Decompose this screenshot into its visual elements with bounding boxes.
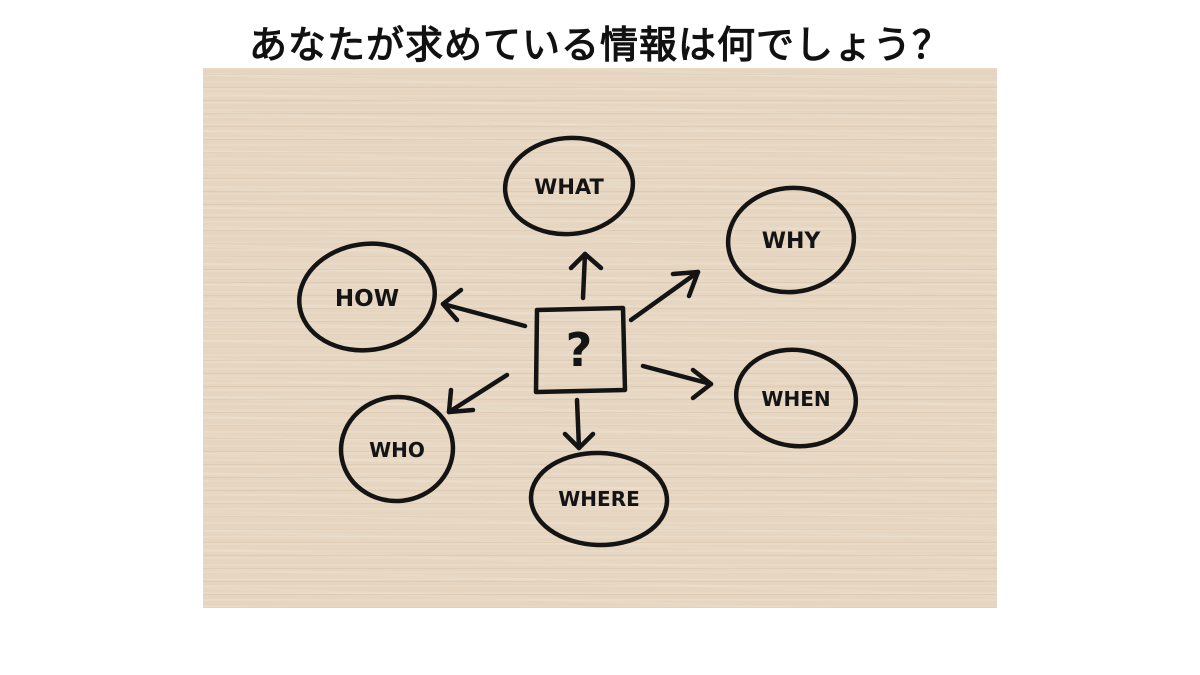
arrow-up — [568, 251, 604, 301]
center-box — [533, 305, 628, 395]
arrow-left — [440, 287, 528, 329]
arrow-down-left — [446, 372, 510, 415]
node-ellipse-how — [297, 241, 437, 353]
node-label-what: WHAT — [534, 175, 604, 199]
arrow-down — [562, 397, 596, 451]
mind-map-diagram: ? WHAT WHY HOW WHEN WHO WHERE — [297, 135, 859, 548]
wooden-board-image: ? WHAT WHY HOW WHEN WHO WHERE — [203, 68, 997, 608]
node-label-how: HOW — [335, 286, 399, 312]
node-label-who: WHO — [369, 438, 425, 462]
node-ellipse-what — [502, 135, 636, 237]
node-ellipse-who — [338, 394, 456, 504]
node-label-when: WHEN — [761, 387, 830, 411]
node-label-why: WHY — [762, 229, 822, 254]
arrow-right — [640, 363, 714, 401]
node-ellipse-when — [733, 347, 859, 449]
page-title: あなたが求めている情報は何でしょう？ — [248, 23, 951, 67]
node-ellipse-where — [528, 450, 670, 548]
node-ellipse-why — [725, 185, 857, 295]
arrow-up-right — [628, 269, 701, 323]
node-label-where: WHERE — [558, 487, 640, 511]
center-question-mark: ? — [566, 323, 593, 377]
